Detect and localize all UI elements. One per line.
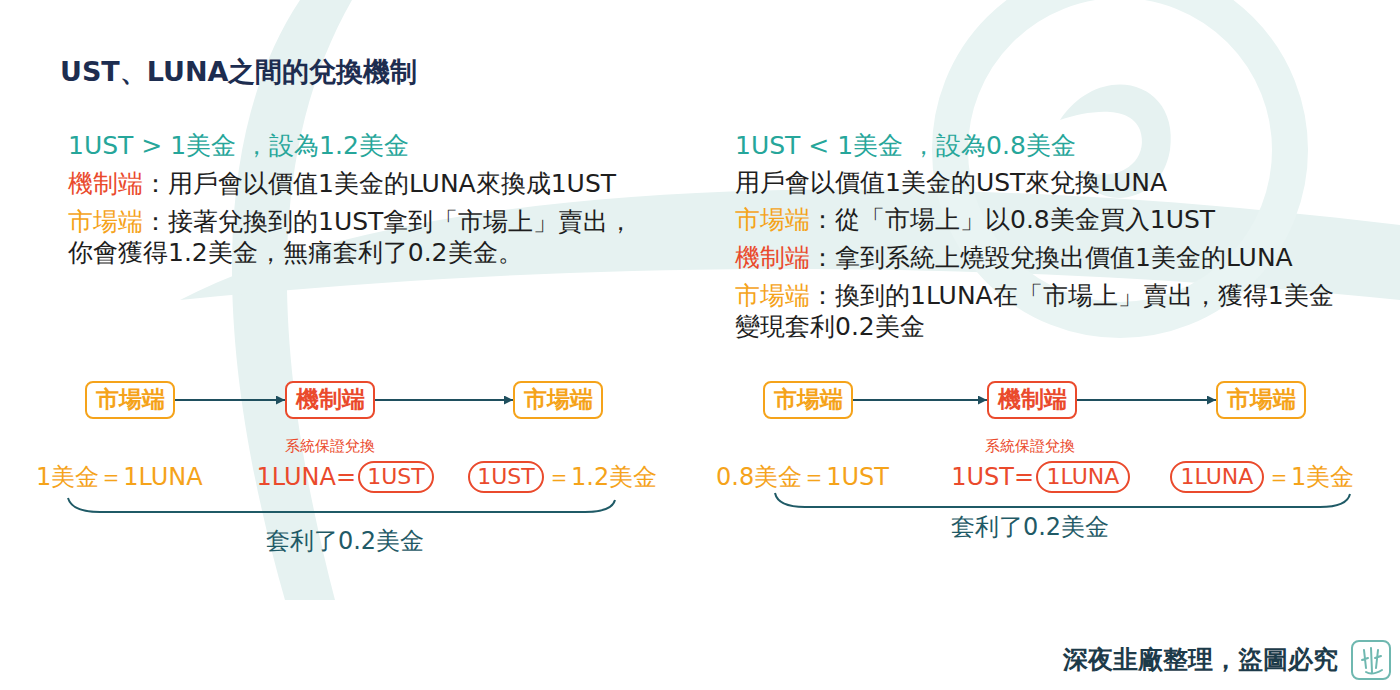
equation-text: 1UST= — [951, 463, 1034, 492]
role-prefix: 市場端 — [735, 205, 810, 234]
description-text: ：從「市場上」以0.8美金買入1UST — [810, 205, 1215, 234]
text-paragraph: 機制端：拿到系統上燒毀兌換出價值1美金的LUNA — [735, 242, 1345, 273]
text-paragraph: 市場端：換到的1LUNA在「市場上」賣出，獲得1美金變現套利0.2美金 — [735, 280, 1335, 342]
credit-watermark: 深夜韭廠整理，盜圖必究 — [1063, 645, 1338, 675]
case-heading: 1UST > 1美金 ，設為1.2美金 — [68, 131, 409, 160]
role-prefix: 機制端 — [68, 169, 143, 198]
node-label: 1UST — [477, 465, 535, 489]
equation-text: ＝1美金 — [1267, 463, 1354, 492]
node-label: 機制端 — [998, 387, 1067, 412]
arbitrage-label: 套利了0.2美金 — [951, 513, 1109, 542]
flow-arrow — [175, 399, 285, 401]
node-label: 市場端 — [1227, 387, 1296, 412]
watermark-ring — [950, 0, 1290, 320]
token-pill: 1LUNA — [1170, 461, 1264, 493]
equation-text: ＝1.2美金 — [547, 463, 657, 492]
text-paragraph: 1UST > 1美金 ，設為1.2美金 — [68, 130, 668, 161]
case-heading: 1UST < 1美金 ，設為0.8美金 — [735, 131, 1076, 160]
equation-text: 1美金＝1LUNA — [36, 463, 203, 492]
description-text: ：換到的1LUNA在「市場上」賣出，獲得1美金變現套利0.2美金 — [735, 281, 1334, 341]
node-label: 市場端 — [774, 387, 843, 412]
arbitrage-label: 套利了0.2美金 — [266, 527, 424, 556]
description-text: ：拿到系統上燒毀兌換出價值1美金的LUNA — [810, 243, 1293, 272]
text-paragraph: 機制端：用戶會以價值1美金的LUNA來換成1UST — [68, 168, 668, 199]
text-paragraph: 用戶會以價值1美金的UST來兌換LUNA — [735, 167, 1345, 198]
description-text: ：用戶會以價值1美金的LUNA來換成1UST — [143, 169, 616, 198]
market-box: 市場端 — [85, 381, 175, 419]
token-pill: 1UST — [468, 461, 544, 493]
equation-text: 0.8美金＝1UST — [716, 463, 889, 492]
flow-arrow — [853, 399, 987, 401]
text-paragraph: 市場端：接著兌換到的1UST拿到「市場上」賣出，你會獲得1.2美金，無痛套利了0… — [68, 206, 646, 268]
node-label: 市場端 — [524, 387, 593, 412]
token-pill: 1UST — [358, 461, 434, 493]
watermark-stroke — [232, 0, 352, 600]
node-label: 1LUNA — [1047, 465, 1120, 489]
logo-frame — [1352, 641, 1390, 679]
bracket — [68, 498, 615, 512]
role-prefix: 市場端 — [68, 207, 143, 236]
text-paragraph: 市場端：從「市場上」以0.8美金買入1UST — [735, 204, 1345, 235]
equation-text: 1LUNA= — [257, 463, 357, 492]
role-prefix: 機制端 — [735, 243, 810, 272]
guarantee-note: 系統保證兌換 — [985, 437, 1075, 455]
diagram-title: UST、LUNA之間的兌換機制 — [60, 53, 417, 91]
flow-arrow — [1077, 399, 1216, 401]
token-pill: 1LUNA — [1036, 461, 1130, 493]
market-box: 市場端 — [763, 381, 853, 419]
node-label: 1LUNA — [1181, 465, 1254, 489]
description-text: ：接著兌換到的1UST拿到「市場上」賣出，你會獲得1.2美金，無痛套利了0.2美… — [68, 207, 633, 267]
market-box: 市場端 — [1216, 381, 1306, 419]
mechanism-box: 機制端 — [285, 381, 375, 419]
role-prefix: 市場端 — [735, 281, 810, 310]
text-paragraph: 1UST < 1美金 ，設為0.8美金 — [735, 130, 1345, 161]
bracket — [775, 493, 1350, 507]
market-box: 市場端 — [513, 381, 603, 419]
flow-arrow — [375, 399, 513, 401]
node-label: 1UST — [367, 465, 425, 489]
node-label: 市場端 — [96, 387, 165, 412]
node-label: 機制端 — [296, 387, 365, 412]
logo-glyph — [1362, 648, 1382, 674]
guarantee-note: 系統保證兌換 — [285, 437, 375, 455]
mechanism-box: 機制端 — [987, 381, 1077, 419]
description-text: 用戶會以價值1美金的UST來兌換LUNA — [735, 168, 1167, 197]
